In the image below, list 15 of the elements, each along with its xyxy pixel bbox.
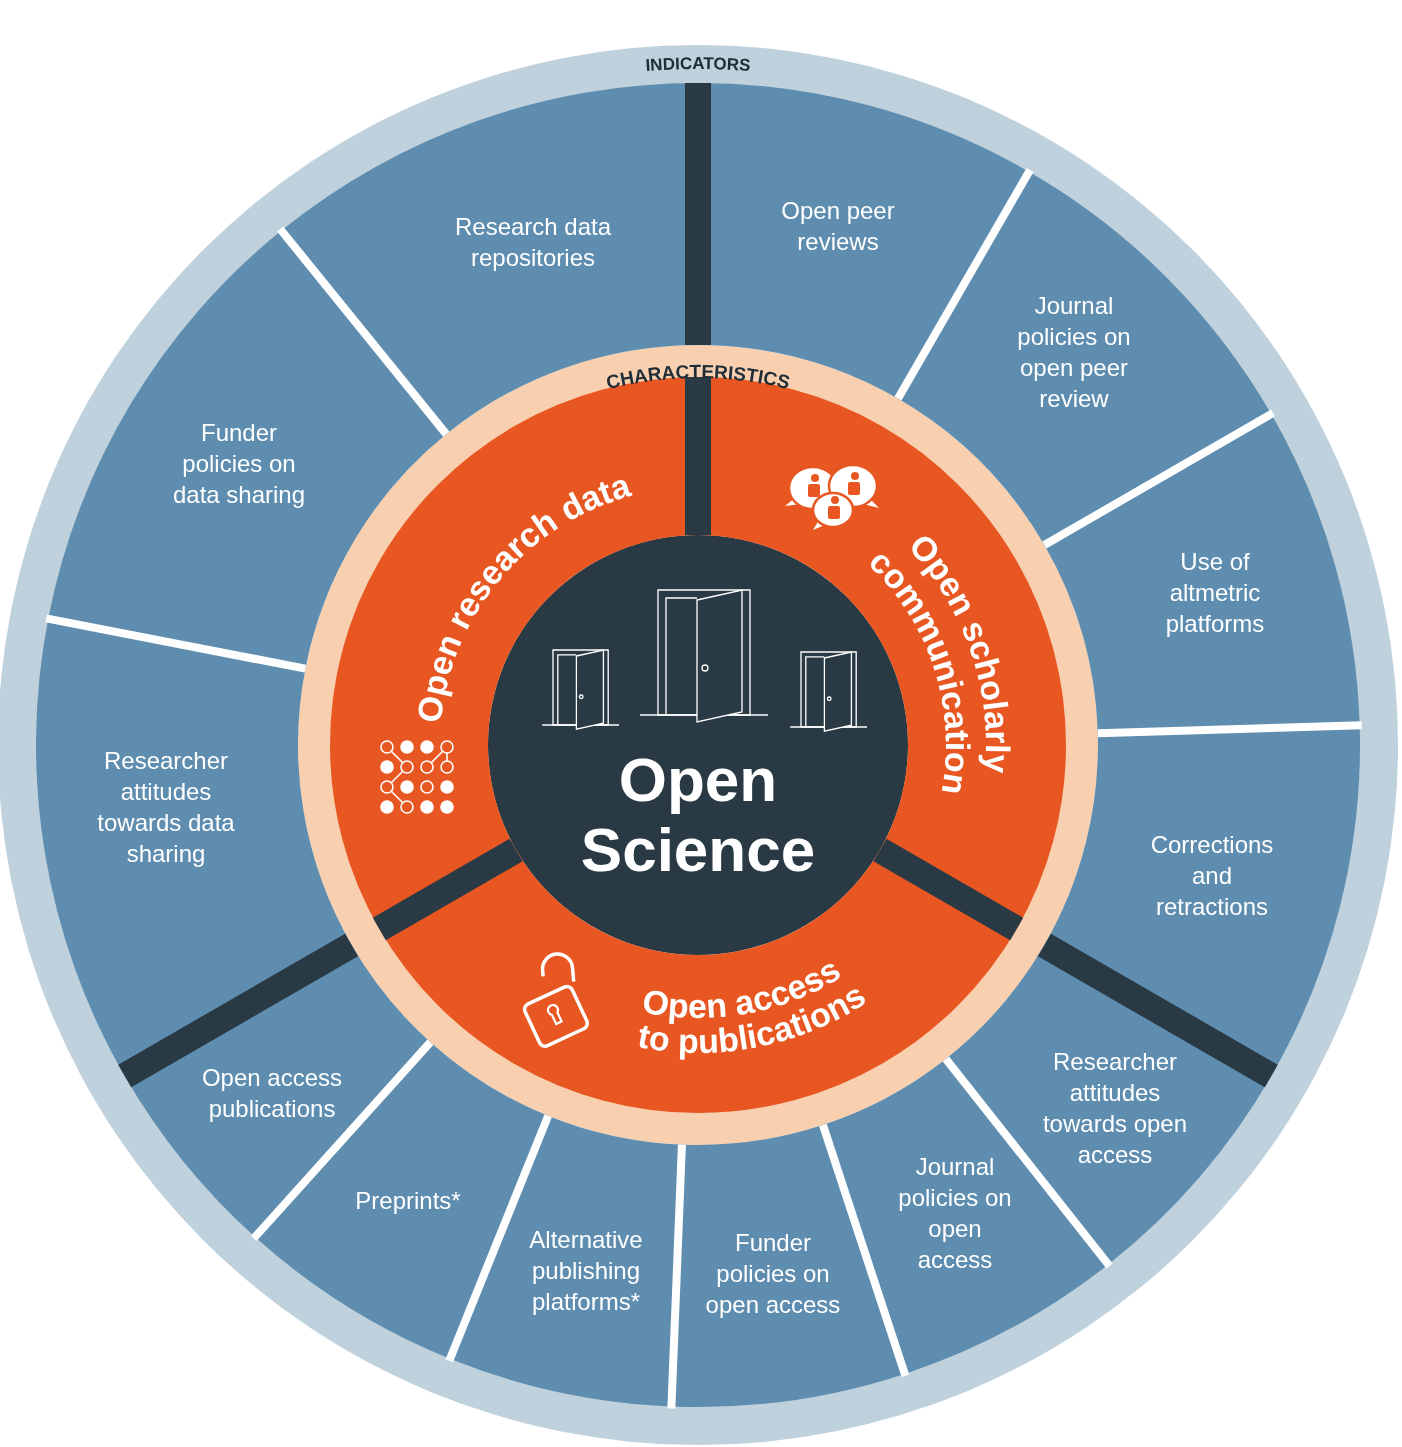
center-title: Open Science [579, 745, 817, 885]
ring-label: INDICATORS [644, 54, 752, 76]
indicator-label: Researcher attitudes towards open access [1041, 1047, 1189, 1170]
indicator-label: Open access publications [200, 1063, 344, 1124]
indicator-label: Preprints* [355, 1185, 461, 1216]
indicator-label: Funder policies on open access [704, 1227, 842, 1320]
indicator-label: Journal policies on open peer review [1016, 291, 1132, 414]
indicator-label: Alternative publishing platforms* [528, 1224, 644, 1317]
indicator-label: Research data repositories [453, 212, 613, 273]
indicator-label: Use of altmetric platforms [1164, 546, 1266, 639]
indicator-label: Journal policies on open access [897, 1152, 1013, 1275]
indicator-label: Corrections and retractions [1149, 829, 1275, 922]
indicator-label: Funder policies on data sharing [171, 417, 307, 510]
indicator-label: Researcher attitudes towards data sharing [96, 746, 236, 869]
indicator-label: Open peer reviews [780, 196, 896, 257]
